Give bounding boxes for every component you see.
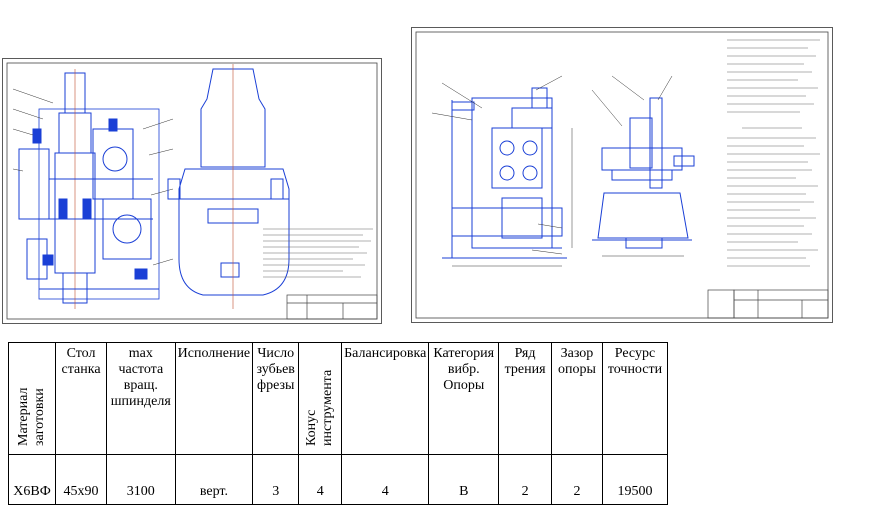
- value-max-spindle-speed: 3100: [105, 454, 176, 505]
- header-balancing: Балансировка: [341, 342, 430, 455]
- header-bearing-gap: Зазор опоры: [551, 342, 603, 455]
- value-accuracy-resource: 19500: [601, 454, 669, 505]
- header-cutter-teeth: Число зубьев фрезы: [252, 342, 300, 455]
- header-material: Материал заготовки: [7, 342, 57, 455]
- drawing-sheet-spindle-assembly: [2, 58, 382, 324]
- value-bearing-gap: 2: [551, 454, 603, 505]
- spindle-assembly-drawing: [6, 62, 378, 320]
- header-tool-cone: Конус инструмента: [298, 342, 343, 455]
- value-cutter-teeth: 3: [252, 454, 300, 505]
- value-material: Х6ВФ: [7, 454, 57, 505]
- header-execution: Исполнение: [174, 342, 254, 455]
- header-accuracy-resource: Ресурс точности: [601, 342, 669, 455]
- table-header-row: Материал заготовки Стол станка max часто…: [7, 342, 669, 455]
- header-max-spindle-speed: max частота вращ. шпинделя: [105, 342, 176, 455]
- machine-layout-drawing: [415, 31, 829, 319]
- header-table: Стол станка: [55, 342, 107, 455]
- value-table: 45x90: [55, 454, 107, 505]
- drawing-sheet-machine-layout: [411, 27, 833, 323]
- table-row: Х6ВФ 45x90 3100 верт. 3 4 4 В 2 2 19500: [7, 454, 669, 505]
- parameters-table: Материал заготовки Стол станка max часто…: [7, 342, 669, 505]
- header-friction-row: Ряд трения: [498, 342, 552, 455]
- value-balancing: 4: [341, 454, 430, 505]
- header-vibration-category: Категория вибр. Опоры: [428, 342, 500, 455]
- value-tool-cone: 4: [298, 454, 343, 505]
- value-vibration-category: В: [428, 454, 500, 505]
- value-execution: верт.: [174, 454, 254, 505]
- value-friction-row: 2: [498, 454, 552, 505]
